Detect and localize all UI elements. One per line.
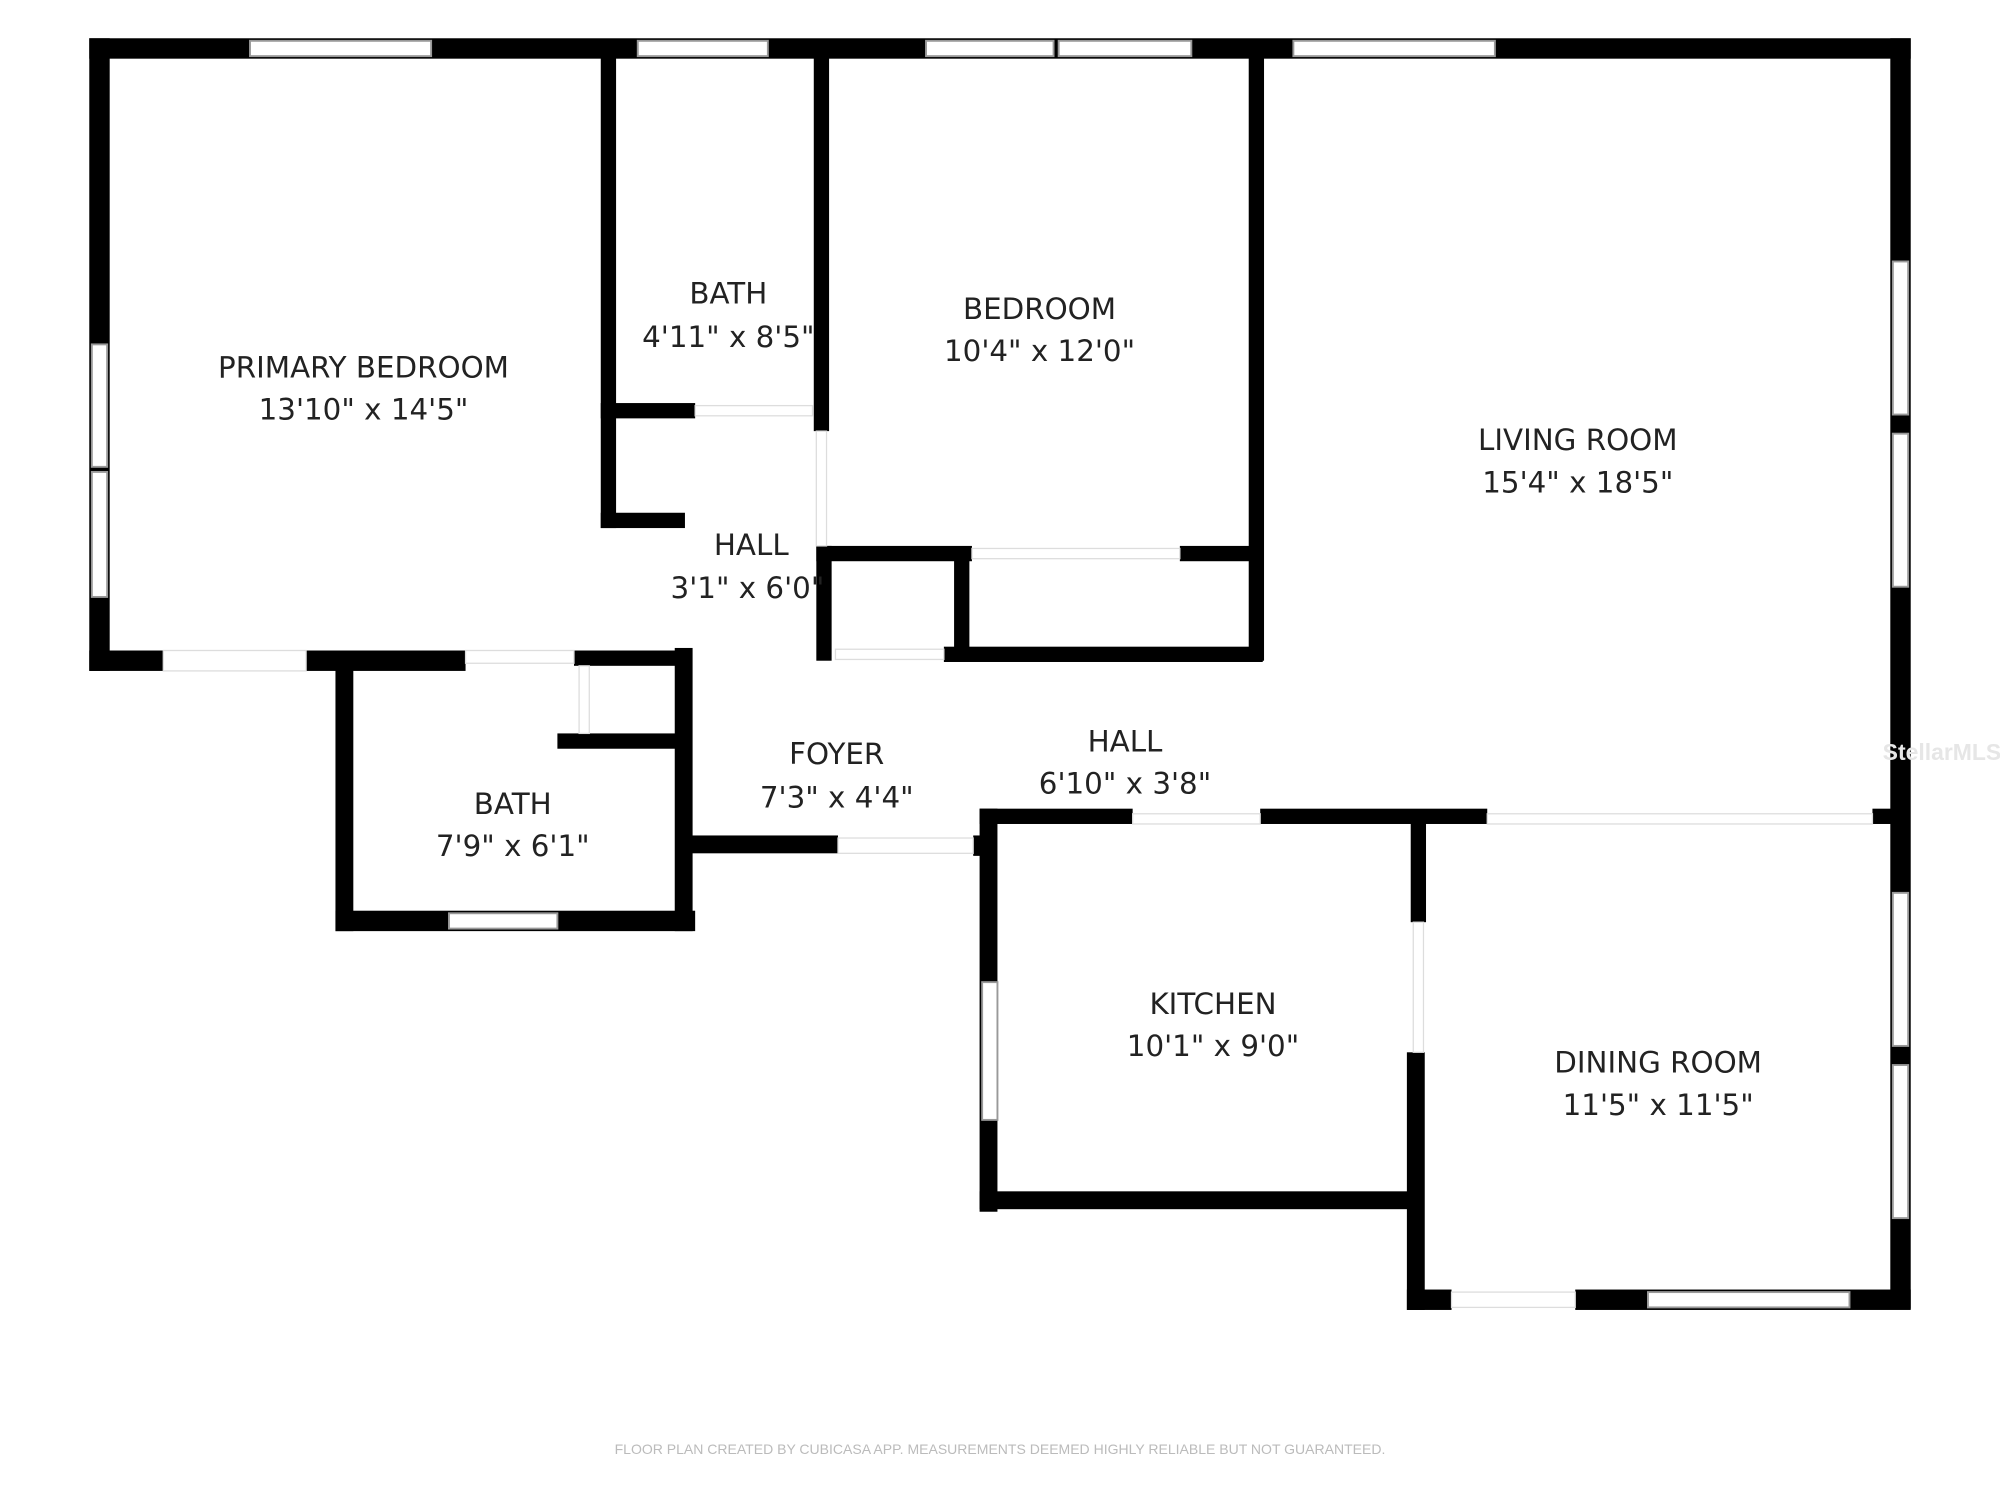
- room-name: LIVING ROOM: [1478, 423, 1678, 457]
- room-name: HALL: [1088, 724, 1163, 758]
- room-bedroom: BEDROOM 10'4" x 12'0": [944, 292, 1135, 368]
- room-kitchen: KITCHEN 10'1" x 9'0": [1127, 987, 1299, 1063]
- room-size: 13'10" x 14'5": [259, 393, 469, 427]
- room-size: 11'5" x 11'5": [1563, 1088, 1754, 1122]
- door-openings: [162, 404, 1874, 1309]
- room-name: BEDROOM: [963, 292, 1116, 326]
- room-bath-lower: BATH 7'9" x 6'1": [436, 787, 590, 863]
- room-living-room: LIVING ROOM 15'4" x 18'5": [1478, 423, 1678, 499]
- room-size: 10'4" x 12'0": [944, 334, 1135, 368]
- room-name: BATH: [689, 277, 767, 311]
- room-size: 15'4" x 18'5": [1482, 465, 1673, 499]
- room-name: FOYER: [789, 737, 884, 771]
- room-name: PRIMARY BEDROOM: [218, 351, 509, 385]
- room-name: KITCHEN: [1149, 987, 1276, 1021]
- room-hall-lower: HALL 6'10" x 3'8": [1039, 724, 1211, 800]
- room-size: 10'1" x 9'0": [1127, 1029, 1299, 1063]
- room-name: HALL: [714, 528, 789, 562]
- room-hall-upper: HALL 3'1" x 6'0": [671, 528, 825, 605]
- room-name: DINING ROOM: [1554, 1046, 1762, 1080]
- room-bath-upper: BATH 4'11" x 8'5": [642, 277, 814, 354]
- room-size: 7'3" x 4'4": [760, 780, 914, 814]
- windows: [90, 39, 1910, 1309]
- room-name: BATH: [474, 787, 552, 821]
- room-size: 7'9" x 6'1": [436, 829, 590, 863]
- room-size: 3'1" x 6'0": [671, 571, 825, 605]
- watermark: StellarMLS: [1883, 739, 2000, 765]
- footer-disclaimer: FLOOR PLAN CREATED BY CUBICASA APP. MEAS…: [615, 1441, 1386, 1457]
- room-foyer: FOYER 7'3" x 4'4": [760, 737, 914, 814]
- room-dining-room: DINING ROOM 11'5" x 11'5": [1554, 1046, 1762, 1122]
- room-primary-bedroom: PRIMARY BEDROOM 13'10" x 14'5": [218, 351, 509, 427]
- room-size: 4'11" x 8'5": [642, 320, 814, 354]
- room-size: 6'10" x 3'8": [1039, 766, 1211, 800]
